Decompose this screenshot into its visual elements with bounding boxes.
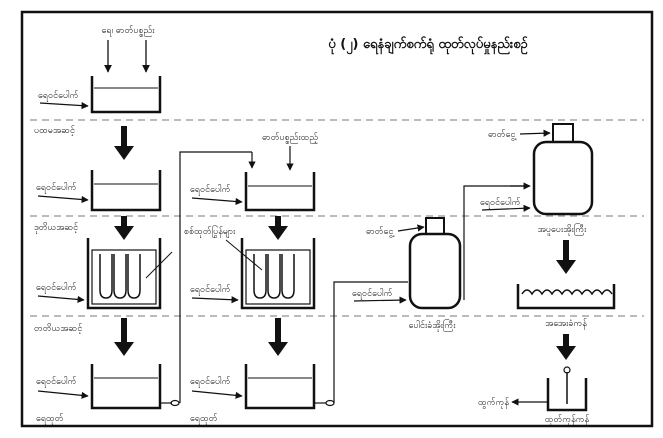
drain-label-2: ရေထုတ် — [190, 413, 218, 425]
flow-arrow-7 — [556, 334, 576, 360]
gas-label-1: ဓာတ်ငွေ့ — [366, 226, 395, 238]
flow-arrow-5 — [268, 318, 288, 356]
water-in-arrow-4 — [37, 390, 89, 399]
drain-label-1: ရေထုတ် — [36, 413, 64, 425]
vessel-2 — [532, 123, 594, 216]
filter-tank-2 — [240, 238, 316, 310]
filter-pointer-2 — [225, 239, 263, 271]
flow-arrow-6 — [556, 240, 576, 274]
product-tank-label: ထုတ်ကုန်ကန် — [545, 414, 590, 426]
water-in-label-6: ရေဝင်ပေါက် — [190, 284, 231, 296]
product-tank — [546, 366, 588, 412]
flow-arrow-2 — [114, 216, 134, 240]
water-in-arrow-6 — [191, 296, 239, 304]
water-in-arrow-8 — [353, 296, 407, 304]
water-in-label-8: ရေဝင်ပေါက် — [352, 288, 393, 300]
cooling-label: အအေးခံကန် — [545, 318, 588, 330]
water-in-label-7: ရေဝင်ပေါက် — [190, 376, 231, 388]
transfer-pipe-2 — [333, 281, 408, 403]
output-label: ထွက်ကုန် — [478, 397, 510, 409]
vessel-1-label: ပေါင်းခံအိုးကြီး — [408, 319, 456, 332]
filter-tubes-label: စစ်ထုတ်ပြွန်များ — [184, 225, 236, 238]
vessel-1 — [408, 217, 462, 310]
drain-valve-1 — [170, 399, 180, 407]
water-in-arrow-1 — [39, 102, 89, 110]
input-label-top: ရေ၊ ဓာတ်ပစ္စည်း — [101, 25, 155, 37]
stage-dividers — [30, 119, 644, 317]
water-in-label-9: ရေဝင်ပေါက် — [480, 197, 521, 209]
water-in-label-3: ရေဝင်ပေါက် — [36, 282, 77, 294]
transfer-pipe-1 — [179, 151, 252, 403]
flow-arrow-4 — [268, 216, 288, 240]
additive-label: ဓာတ်ပစ္စည်းထည့် — [262, 132, 319, 144]
diagram-border — [20, 10, 654, 428]
stage-label-1: ပထမအဆင့် — [34, 125, 76, 136]
stage-label-3: တတိယအဆင့် — [34, 323, 83, 334]
tank-4 — [90, 364, 162, 410]
gas-arrow-2 — [519, 129, 551, 137]
water-in-label-5: ရေဝင်ပေါက် — [190, 184, 231, 196]
filter-pointer-1 — [145, 251, 173, 279]
water-in-arrow-9 — [481, 204, 531, 212]
vessel-2-label: အပူပေးအိုးကြီး — [538, 223, 588, 236]
tank-5 — [244, 172, 316, 212]
water-in-label-1: ရေဝင်ပေါက် — [38, 90, 79, 102]
gas-arrow-1 — [397, 224, 425, 232]
drain-valve-2 — [325, 399, 335, 407]
water-in-arrow-3 — [37, 295, 85, 304]
water-in-label-4: ရေဝင်ပေါက် — [36, 376, 77, 388]
tank-1 — [90, 76, 162, 114]
stage-label-2: ဒုတိယအဆင့် — [34, 222, 79, 234]
cooling-tank — [516, 284, 616, 310]
transfer-pipe-3 — [463, 185, 524, 300]
water-in-arrow-2 — [37, 195, 89, 204]
tank-6 — [244, 364, 316, 410]
filter-tank-1 — [86, 238, 162, 310]
gas-label-2: ဓာတ်ငွေ့ — [488, 129, 517, 141]
diagram-title: ပုံ (၂) ရေနံချက်စက်ရုံ ထုတ်လုပ်မှုနည်းစဉ… — [328, 35, 528, 55]
water-in-arrow-7 — [191, 390, 243, 399]
flow-arrow-3 — [114, 318, 134, 356]
tank-2 — [90, 170, 162, 212]
water-in-arrow-5 — [191, 197, 243, 206]
water-in-label-2: ရေဝင်ပေါက် — [36, 182, 77, 194]
flow-arrow-1 — [114, 126, 134, 160]
